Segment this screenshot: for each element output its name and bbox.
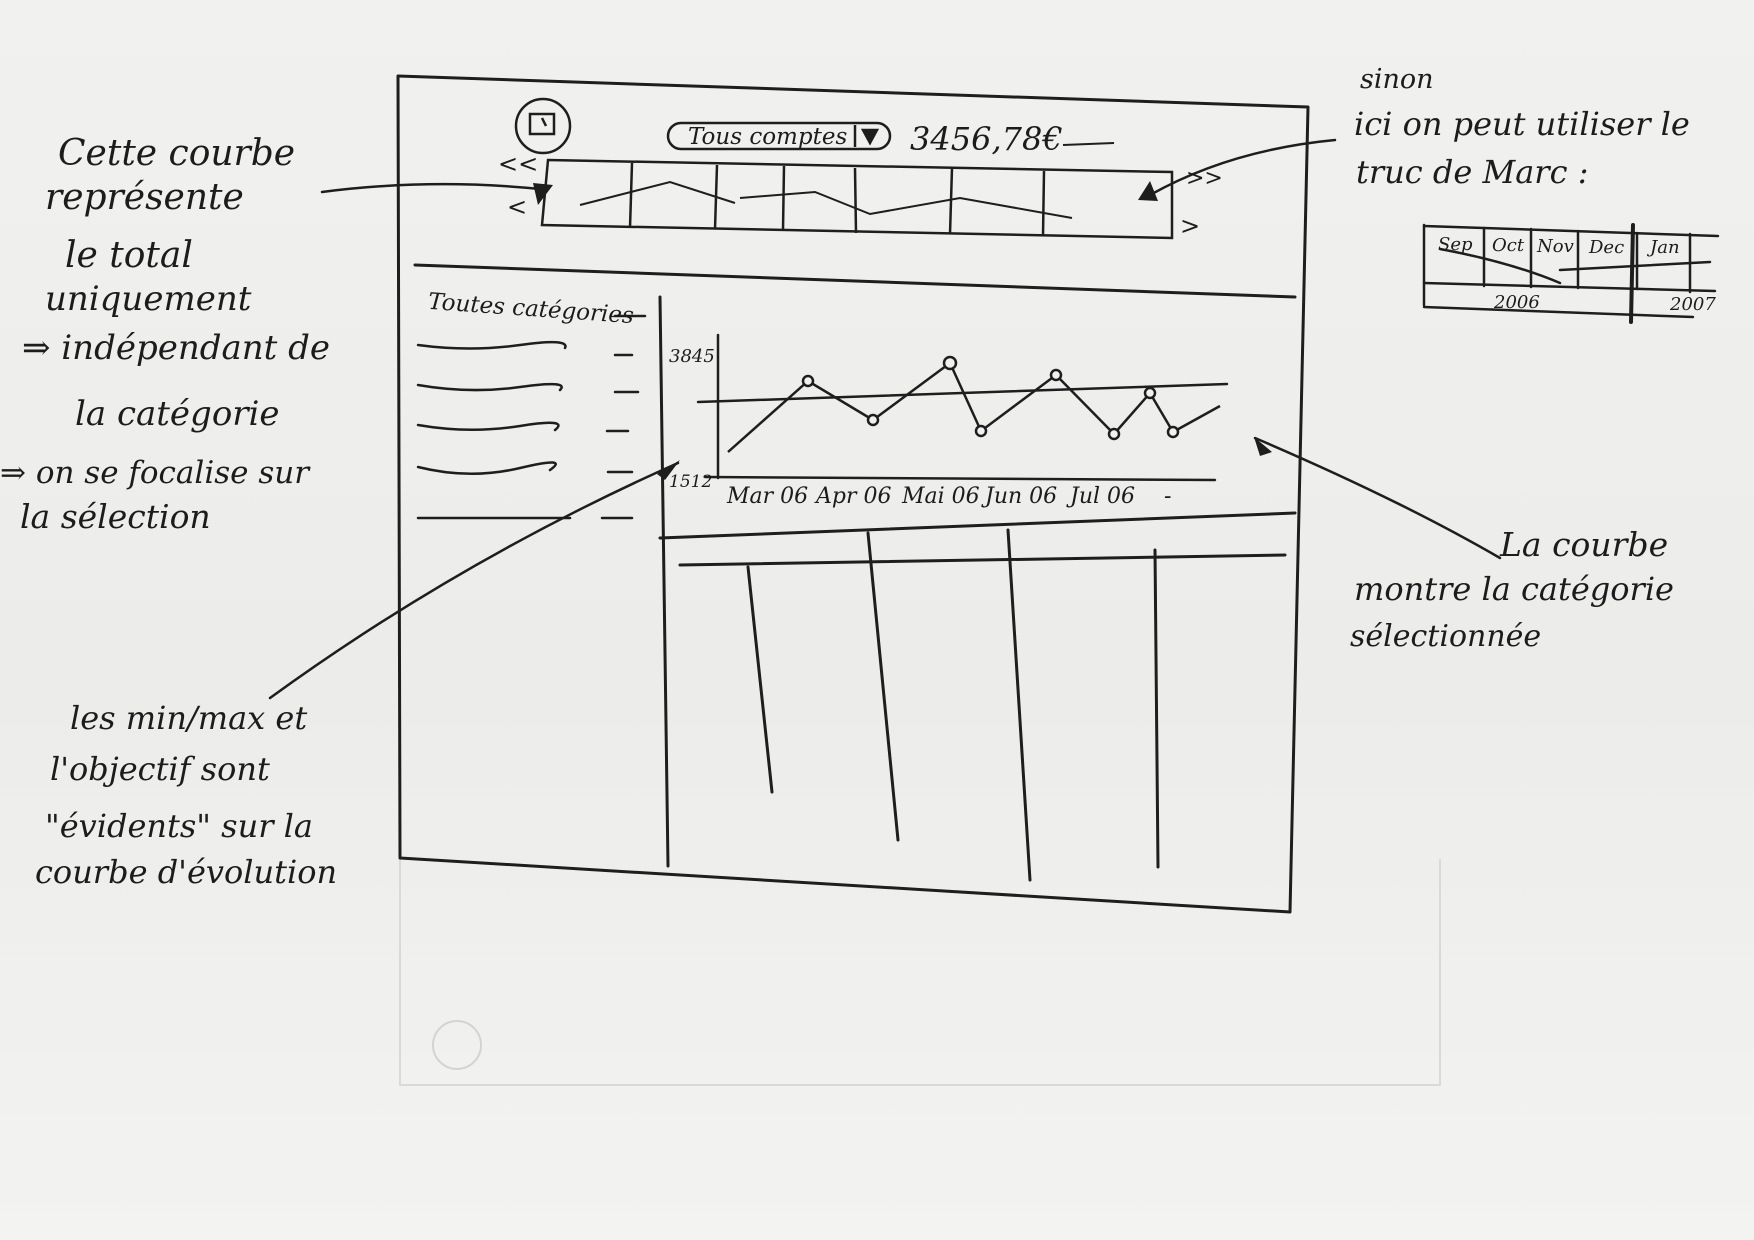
nav-prev-button[interactable]: < [507,193,528,221]
note-left-top-line: ⇒ on se focalise sur [0,455,310,491]
nav-last-button[interactable]: >> [1186,166,1223,191]
note-left-top-line: Cette courbe [58,133,296,174]
chart-x-label: Mai 06 [902,484,980,509]
chart-x-label: Jul 06 [1070,484,1136,509]
nav-first-button[interactable]: << [498,150,539,178]
note-left-top-line: représente [45,177,244,218]
timeline-example [1422,223,1720,324]
account-selector-label[interactable]: Tous comptes [688,124,848,150]
data-point[interactable] [801,374,815,388]
note-right-top-line: truc de Marc : [1356,153,1589,191]
timeline-year-label: 2007 [1670,294,1716,315]
app-logo-icon [514,97,572,155]
data-point[interactable] [1107,427,1121,441]
chart-x-label: Apr 06 [816,484,892,509]
balance-total: 3456,78€ [910,120,1063,158]
chart-y-min-label: 1512 [669,472,713,492]
data-point[interactable] [1166,425,1180,439]
note-left-top-line: ⇒ indépendant de [22,328,331,368]
timeline-month-label: Sep [1438,234,1473,255]
timeline-month-label: Jan [1650,237,1680,258]
x-axis [703,475,1217,482]
note-right-bottom-line: sélectionnée [1350,619,1542,654]
note-left-top-line: la catégorie [75,394,280,434]
timeline-month-label: Nov [1537,236,1574,257]
evolution-chart[interactable] [696,333,1229,482]
chart-y-max-label: 3845 [669,346,715,367]
chart-x-label: Mar 06 [727,484,809,509]
note-left-bottom-line: l'objectif sont [50,750,270,788]
note-right-top-line: ici on peut utiliser le [1354,105,1690,143]
note-right-bottom-line: La courbe [1500,525,1669,564]
note-left-top-line: la sélection [20,497,211,536]
note-right-top-line: sinon [1360,64,1434,95]
note-left-bottom-line: "évidents" sur la [45,807,313,845]
data-point[interactable] [1143,386,1157,400]
timeline-year-label: 2006 [1494,292,1540,313]
data-line [727,361,1221,453]
note-left-top-line: uniquement [45,279,252,319]
note-right-bottom-line: montre la catégorie [1354,570,1674,608]
data-point[interactable] [866,413,880,427]
data-point[interactable] [942,355,958,371]
timeline-month-label: Oct [1492,235,1525,256]
nav-next-button[interactable]: > [1180,212,1201,240]
timeline-month-label: Dec [1589,237,1625,258]
account-selector[interactable] [666,121,1115,151]
note-left-top-line: le total [65,235,193,276]
data-point[interactable] [1049,368,1063,382]
overview-strip[interactable] [540,158,1174,240]
note-left-bottom-line: les min/max et [70,699,308,737]
category-rows [416,314,647,520]
chart-x-label: - [1164,484,1172,509]
chart-x-label: Jun 06 [985,484,1058,509]
data-point[interactable] [974,424,988,438]
note-left-bottom-line: courbe d'évolution [35,853,338,891]
